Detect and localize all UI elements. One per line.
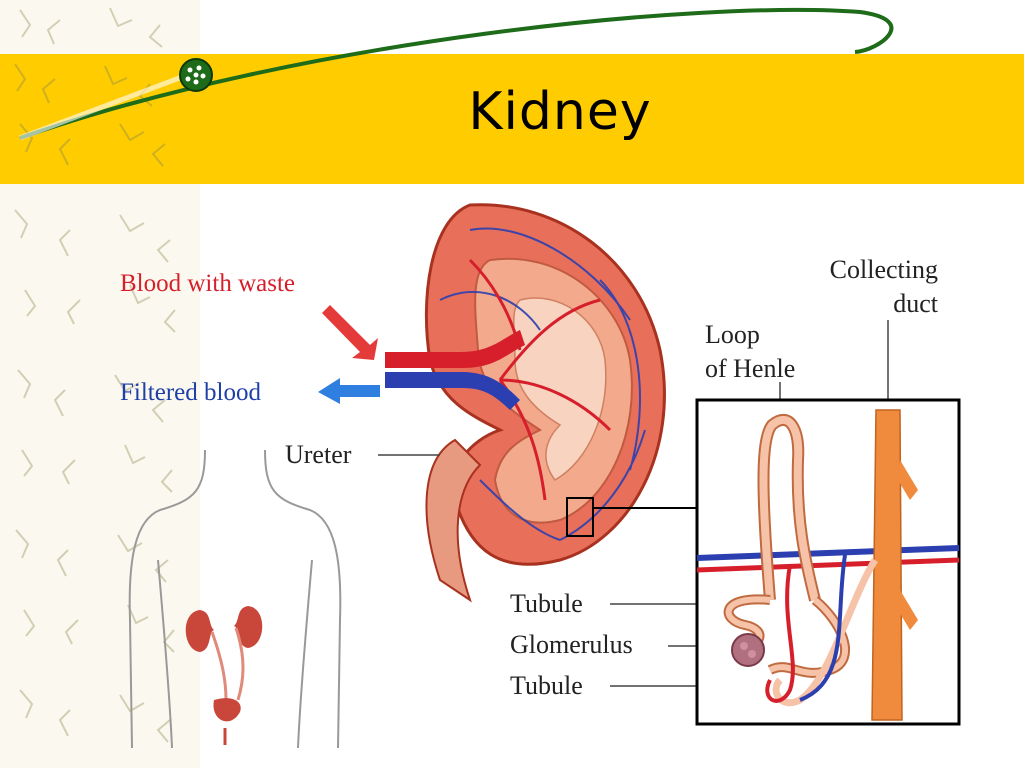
glomerulus-icon bbox=[731, 633, 765, 667]
label-glomerulus: Glomerulus bbox=[510, 630, 633, 659]
title-band bbox=[0, 54, 1024, 184]
slide-title: Kidney bbox=[468, 82, 652, 142]
swoosh-line bbox=[19, 7, 894, 140]
molecule-pattern bbox=[14, 7, 176, 743]
nephron-inset bbox=[695, 398, 961, 726]
label-loop-of-henle-line1: Loop bbox=[705, 320, 760, 349]
label-collecting-duct-line1: Collecting bbox=[829, 255, 938, 284]
label-filtered-blood: Filtered blood bbox=[120, 379, 261, 406]
label-collecting-duct-line2: duct bbox=[893, 289, 938, 318]
label-loop-of-henle-line2: of Henle bbox=[705, 354, 796, 383]
arrow-out-icon bbox=[318, 378, 380, 404]
swoosh-highlight bbox=[19, 71, 191, 141]
header-molecule-pattern bbox=[14, 63, 166, 167]
small-kidneys-icon bbox=[185, 606, 263, 745]
label-blood-with-waste: Blood with waste bbox=[120, 270, 295, 297]
label-tubule-upper: Tubule bbox=[510, 589, 583, 618]
arrow-in-icon bbox=[322, 305, 378, 360]
label-ureter: Ureter bbox=[285, 440, 352, 469]
human-body-figure bbox=[128, 449, 342, 749]
label-tubule-lower: Tubule bbox=[510, 671, 583, 700]
kidney-cross-section bbox=[385, 203, 697, 603]
zoom-region-box bbox=[566, 497, 594, 537]
